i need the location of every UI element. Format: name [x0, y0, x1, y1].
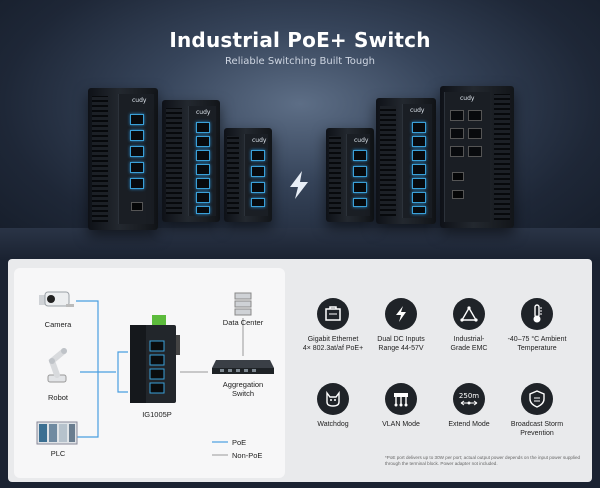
- brand-label: cudy: [354, 137, 369, 144]
- shield-storm-icon: [521, 383, 553, 415]
- feature-label: -40–75 °C Ambient Temperature: [507, 336, 567, 352]
- aggregation-switch-icon: [212, 360, 274, 374]
- vlan-icon: [385, 383, 417, 415]
- watchdog-icon: [317, 383, 349, 415]
- feature-label: VLAN Mode: [382, 421, 420, 428]
- switch-medium-left: cudy: [162, 100, 220, 222]
- extend-distance-badge: 250m: [458, 392, 480, 400]
- power-bolt-icon: [385, 298, 417, 330]
- feature-dual-dc: Dual DC Inputs Range 44-57V: [366, 298, 436, 354]
- switch-model-label: IG1005P: [142, 410, 172, 419]
- hero-banner: Industrial PoE+ Switch Reliable Switchin…: [0, 0, 600, 260]
- feature-broadcast-storm: Broadcast Storm Prevention: [502, 383, 572, 439]
- switch-ig1005p-icon: [130, 315, 180, 403]
- switch-large-left: cudy: [88, 88, 158, 230]
- data-center-label: Data Center: [222, 318, 264, 327]
- feature-extend: 250m Extend Mode: [434, 383, 504, 430]
- feature-label: Watchdog: [317, 421, 349, 428]
- robot-arm-icon: [47, 348, 67, 383]
- camera-icon: [39, 291, 74, 307]
- legend-poe: PoE: [232, 438, 247, 447]
- switch-small-right: cudy: [326, 128, 374, 222]
- feature-watchdog: Watchdog: [298, 383, 368, 430]
- hero-subtitle: Reliable Switching Built Tough: [225, 56, 375, 67]
- feature-emc: Industrial- Grade EMC: [434, 298, 504, 354]
- feature-label: Gigabit Ethernet 4× 802.3at/af PoE+: [302, 336, 364, 352]
- feature-label: Dual DC Inputs Range 44-57V: [377, 336, 425, 352]
- extend-250m-icon: 250m: [453, 383, 485, 415]
- feature-gigabit-poe: Gigabit Ethernet 4× 802.3at/af PoE+: [298, 298, 368, 354]
- aggregation-switch-label: Aggregation Switch: [222, 380, 264, 399]
- brand-label: cudy: [460, 95, 475, 102]
- plc-icon: [36, 421, 78, 445]
- device-label-robot: Robot: [47, 393, 68, 402]
- device-label-plc: PLC: [50, 449, 66, 458]
- feature-label: Extend Mode: [448, 421, 490, 428]
- brand-label: cudy: [196, 109, 211, 116]
- feature-label: Industrial- Grade EMC: [450, 336, 488, 352]
- feature-label: Broadcast Storm Prevention: [510, 421, 564, 437]
- ethernet-port-icon: [317, 298, 349, 330]
- thermometer-icon: [521, 298, 553, 330]
- triangle-emc-icon: [453, 298, 485, 330]
- device-label-camera: Camera: [44, 320, 72, 329]
- switch-large-right: cudy: [440, 86, 514, 228]
- lightning-icon: [290, 171, 308, 199]
- switch-medium-right: cudy: [376, 98, 436, 224]
- switch-small-left: cudy: [224, 128, 272, 222]
- hero-title: Industrial PoE+ Switch: [169, 28, 431, 52]
- server-rack-icon: [234, 292, 252, 316]
- feature-temperature: -40–75 °C Ambient Temperature: [502, 298, 572, 354]
- footnote: *PoE port delivers up to 30W per port; a…: [385, 455, 581, 466]
- brand-label: cudy: [132, 97, 147, 104]
- brand-label: cudy: [410, 107, 425, 114]
- legend-non-poe: Non-PoE: [232, 451, 263, 460]
- feature-vlan: VLAN Mode: [366, 383, 436, 430]
- hero-floor: [0, 228, 600, 260]
- brand-label: cudy: [252, 137, 267, 144]
